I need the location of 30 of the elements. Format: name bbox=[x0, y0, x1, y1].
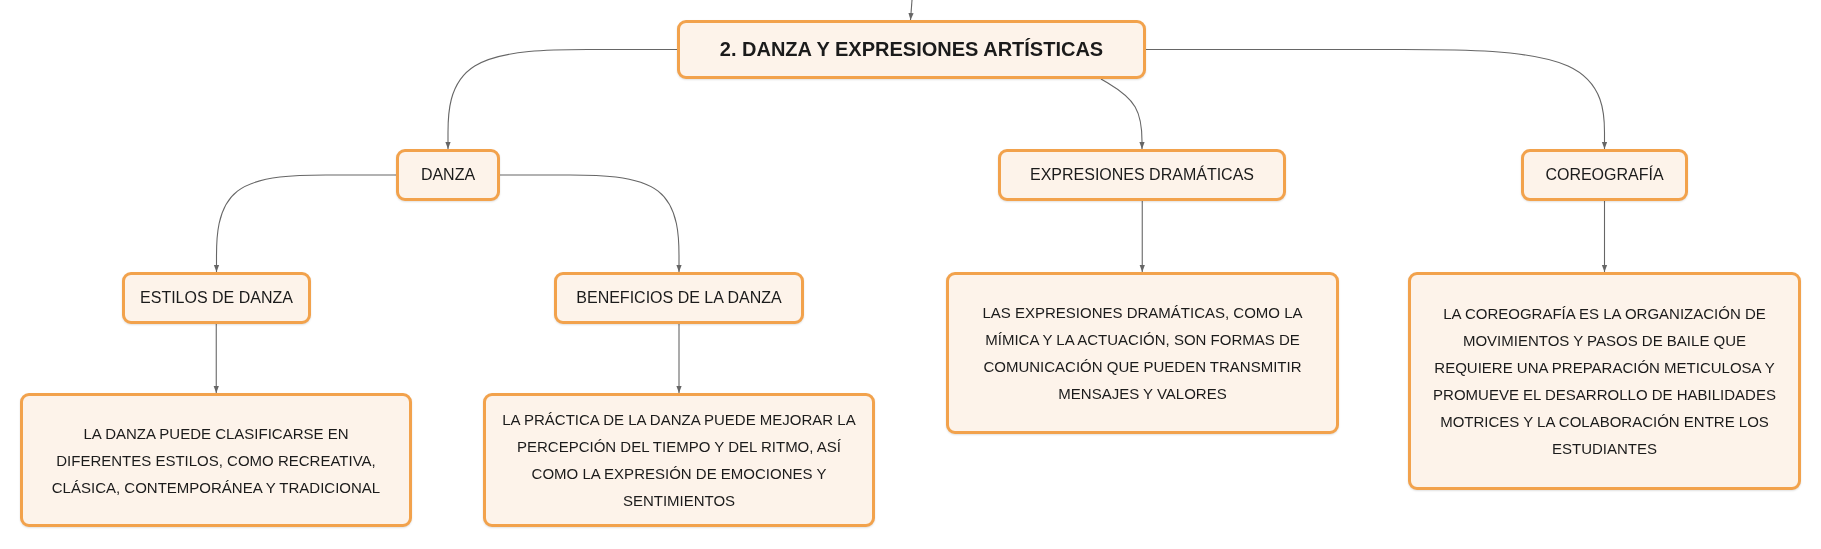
connector-arrow bbox=[499, 174, 682, 273]
connector-arrow bbox=[676, 323, 682, 394]
connector-arrow bbox=[1145, 48, 1608, 150]
description-card bbox=[20, 393, 412, 527]
connector-arrow bbox=[213, 323, 219, 394]
topic-label: BENEFICIOS DE LA DANZA bbox=[576, 289, 782, 307]
topic-card bbox=[554, 272, 804, 324]
topic-card bbox=[396, 149, 500, 201]
description-card bbox=[946, 272, 1339, 434]
connector-arrow bbox=[1100, 78, 1145, 150]
central-topic-label: 2. DANZA Y EXPRESIONES ARTÍSTICAS bbox=[719, 38, 1104, 61]
topic-label: EXPRESIONES DRAMÁTICAS bbox=[1029, 166, 1254, 184]
topic-label: COREOGRAFÍA bbox=[1545, 166, 1664, 184]
central-topic-card bbox=[677, 20, 1146, 79]
topic-card bbox=[1521, 149, 1688, 201]
topic-label: DANZA bbox=[420, 166, 476, 184]
topic-card bbox=[998, 149, 1286, 201]
connector-arrow bbox=[213, 174, 397, 273]
description-card bbox=[1408, 272, 1801, 490]
topic-card bbox=[122, 272, 311, 324]
description-card bbox=[483, 393, 875, 527]
connector-arrow bbox=[1601, 200, 1608, 273]
connector-arrow bbox=[445, 48, 678, 150]
description-text: LA PRÁCTICA DE LA DANZA PUEDE MEJORAR LA PERCEPCIÓN DEL TIEMPO Y DEL RITMO, ASÍ COMO LA EXPRESIÓN DE EMOCIONES Y SENTIMIENTOS bbox=[501, 410, 857, 511]
description-text: LAS EXPRESIONES DRAMÁTICAS, COMO LA MÍMICA Y LA ACTUACIÓN, SON FORMAS DE COMUNICACIÓN QUE PUEDEN TRANSMITIR MENSAJES Y VALORES bbox=[981, 303, 1304, 404]
description-text: LA DANZA PUEDE CLASIFICARSE EN DIFERENTES ESTILOS, COMO RECREATIVA, CLÁSICA, CONTEMPORÁNEA Y TRADICIONAL bbox=[50, 423, 382, 498]
connector-arrow bbox=[1139, 200, 1145, 273]
topic-label: ESTILOS DE DANZA bbox=[140, 289, 293, 307]
connector-arrow bbox=[908, 0, 914, 21]
description-text: LA COREOGRAFÍA ES LA ORGANIZACIÓN DE MOVIMIENTOS Y PASOS DE BAILE QUE REQUIERE UNA PREPARACIÓN METICULOSA Y PROMUEVE EL DESARROLLO DE HABILIDADES MOTRICES Y LA COLABORACIÓN ENTRE LOS ESTUDIANTES bbox=[1432, 304, 1777, 459]
